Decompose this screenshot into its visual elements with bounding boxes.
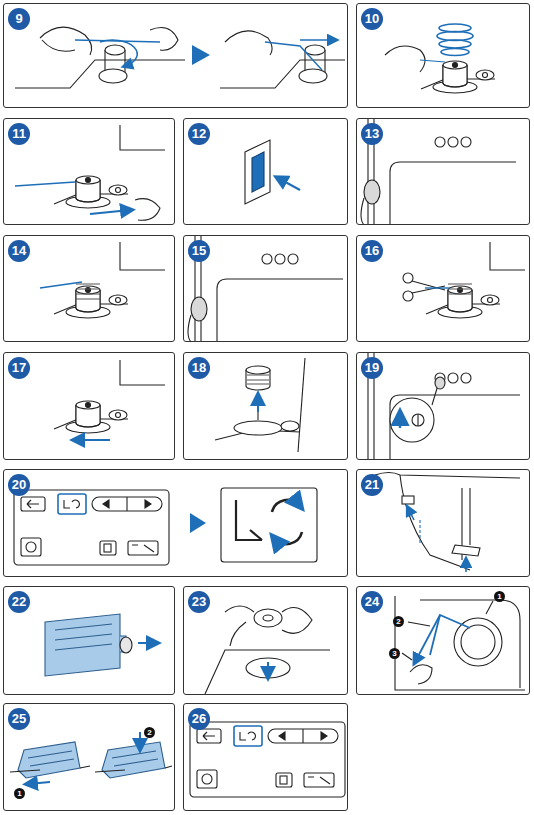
step-9-art <box>15 27 345 88</box>
step-21-art <box>375 473 520 573</box>
step-number: 19 <box>361 357 383 379</box>
step-17-art <box>54 360 165 440</box>
step-number: 13 <box>361 123 383 145</box>
step-panel: 12 <box>183 118 348 225</box>
step-panel: 25 <box>3 703 175 811</box>
step-number: 22 <box>8 591 30 613</box>
step-number: 26 <box>188 708 210 730</box>
step-number: 15 <box>188 240 210 262</box>
step-24-art <box>395 596 525 690</box>
step-panel: 9 <box>3 3 348 108</box>
step-panel: 24 <box>356 586 530 695</box>
step-panel: 11 <box>3 118 175 225</box>
step-12-art <box>245 140 300 204</box>
step-19-art <box>368 352 520 460</box>
step-number: 14 <box>8 240 30 262</box>
step-20-art <box>14 488 317 565</box>
step-number: 11 <box>8 123 30 145</box>
step-number: 23 <box>188 591 210 613</box>
step-panel: 17 <box>3 352 175 460</box>
step-number: 24 <box>361 591 383 613</box>
step-16-art <box>403 242 525 318</box>
step-number: 21 <box>361 474 383 496</box>
step-25-art <box>10 732 172 784</box>
step-11-art <box>15 125 165 220</box>
step-26-art <box>190 722 345 797</box>
step-panel: 23 <box>183 586 348 695</box>
step-13-art <box>361 118 516 225</box>
step-panel: 13 <box>356 118 530 225</box>
step-panel: 19 <box>356 352 530 460</box>
step-panel: 15 <box>183 235 348 342</box>
step-panel: 14 <box>3 235 175 342</box>
step-panel: 22 <box>3 586 175 695</box>
callout-number: 2 <box>144 727 155 738</box>
step-panel: 10 <box>356 3 530 108</box>
step-18-art <box>215 358 305 452</box>
step-panel: 26 <box>183 703 348 811</box>
callout-number: 2 <box>393 616 404 627</box>
step-panel: 20 <box>3 469 348 577</box>
step-panel: 16 <box>356 235 530 342</box>
callout-number: 1 <box>14 788 25 799</box>
callout-number: 1 <box>494 591 505 602</box>
step-number: 16 <box>361 240 383 262</box>
step-number: 18 <box>188 357 210 379</box>
step-15-art <box>188 235 343 342</box>
step-number: 25 <box>8 708 30 730</box>
step-14-art <box>40 242 165 318</box>
step-number: 9 <box>8 8 30 30</box>
step-10-art <box>385 24 495 93</box>
step-number: 10 <box>361 8 383 30</box>
step-panel: 21 <box>356 469 530 577</box>
step-panel: 18 <box>183 352 348 460</box>
callout-number: 3 <box>389 648 400 659</box>
step-number: 17 <box>8 357 30 379</box>
step-23-art <box>205 606 330 694</box>
step-number: 20 <box>8 474 30 496</box>
step-22-art <box>45 614 156 676</box>
step-number: 12 <box>188 123 210 145</box>
